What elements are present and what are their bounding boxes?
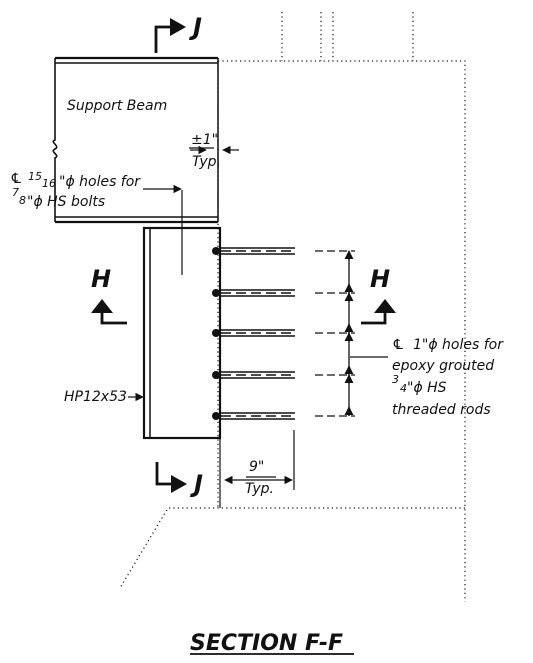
rod-fraction-den: 4 (400, 382, 407, 395)
rod-holes-line-1: 1"ϕ holes for (413, 337, 504, 353)
bolt-hole-note: ℄ 15 16 "ϕ holes for 7 8 "ϕ HS bolts (10, 170, 182, 210)
tolerance-value: ±1" (191, 132, 218, 148)
threaded-rod (212, 247, 355, 255)
rod-holes-line-2: epoxy grouted (392, 358, 494, 374)
threaded-rod-note: ℄ 1"ϕ holes for epoxy grouted 3 4 "ϕ HS … (350, 337, 504, 418)
rod-spacing-value: 9" (249, 459, 264, 475)
rod-centerline-symbol: ℄ (392, 337, 405, 353)
bolt-centerline-symbol: ℄ (10, 171, 23, 187)
section-j-top-label: J (189, 13, 202, 41)
section-cut-j-bottom: J (155, 462, 203, 498)
existing-concrete-outline (119, 12, 466, 602)
bolt-hole-fraction-num: 15 (28, 170, 42, 183)
tolerance-note: ±1" Typ. (189, 132, 239, 170)
section-arrow-icon (91, 299, 113, 313)
section-title-block: SECTION F-F (190, 631, 354, 656)
rod-holes-line-4: threaded rods (392, 402, 491, 418)
bolt-hole-fraction-den: 16 (42, 177, 56, 190)
support-beam: Support Beam (52, 56, 219, 224)
section-arrow-icon (374, 299, 396, 313)
section-arrow-icon (170, 18, 186, 36)
section-cut-h-left: H (91, 265, 127, 325)
section-arrow-icon (171, 475, 187, 493)
support-beam-label: Support Beam (67, 98, 167, 114)
rod-embedment-dimension: 9" Typ. (219, 430, 295, 508)
section-h-left-label: H (91, 265, 111, 293)
bolt-fraction-den: 8 (19, 194, 26, 207)
section-h-right-label: H (370, 265, 390, 293)
threaded-rod (212, 412, 355, 420)
bolt-fraction-num: 7 (12, 186, 19, 199)
threaded-rod (212, 289, 355, 297)
threaded-rod (212, 329, 355, 337)
bolt-holes-line-2: "ϕ HS bolts (27, 194, 105, 210)
threaded-rod (212, 371, 355, 379)
hp-pile: HP12x53 (64, 190, 222, 440)
section-j-bottom-label: J (190, 470, 203, 498)
tolerance-typ: Typ. (192, 154, 221, 170)
rod-fraction-num: 3 (392, 373, 399, 386)
section-title: SECTION F-F (190, 631, 343, 656)
bolt-holes-line-1: "ϕ holes for (59, 174, 141, 190)
pile-label: HP12x53 (64, 389, 127, 405)
section-cut-h-right: H (361, 265, 396, 325)
rod-spacing-typ: Typ. (245, 481, 274, 497)
rod-holes-line-3: "ϕ HS (407, 380, 447, 396)
threaded-rods (212, 247, 355, 420)
section-cut-j-top: J (154, 13, 202, 53)
